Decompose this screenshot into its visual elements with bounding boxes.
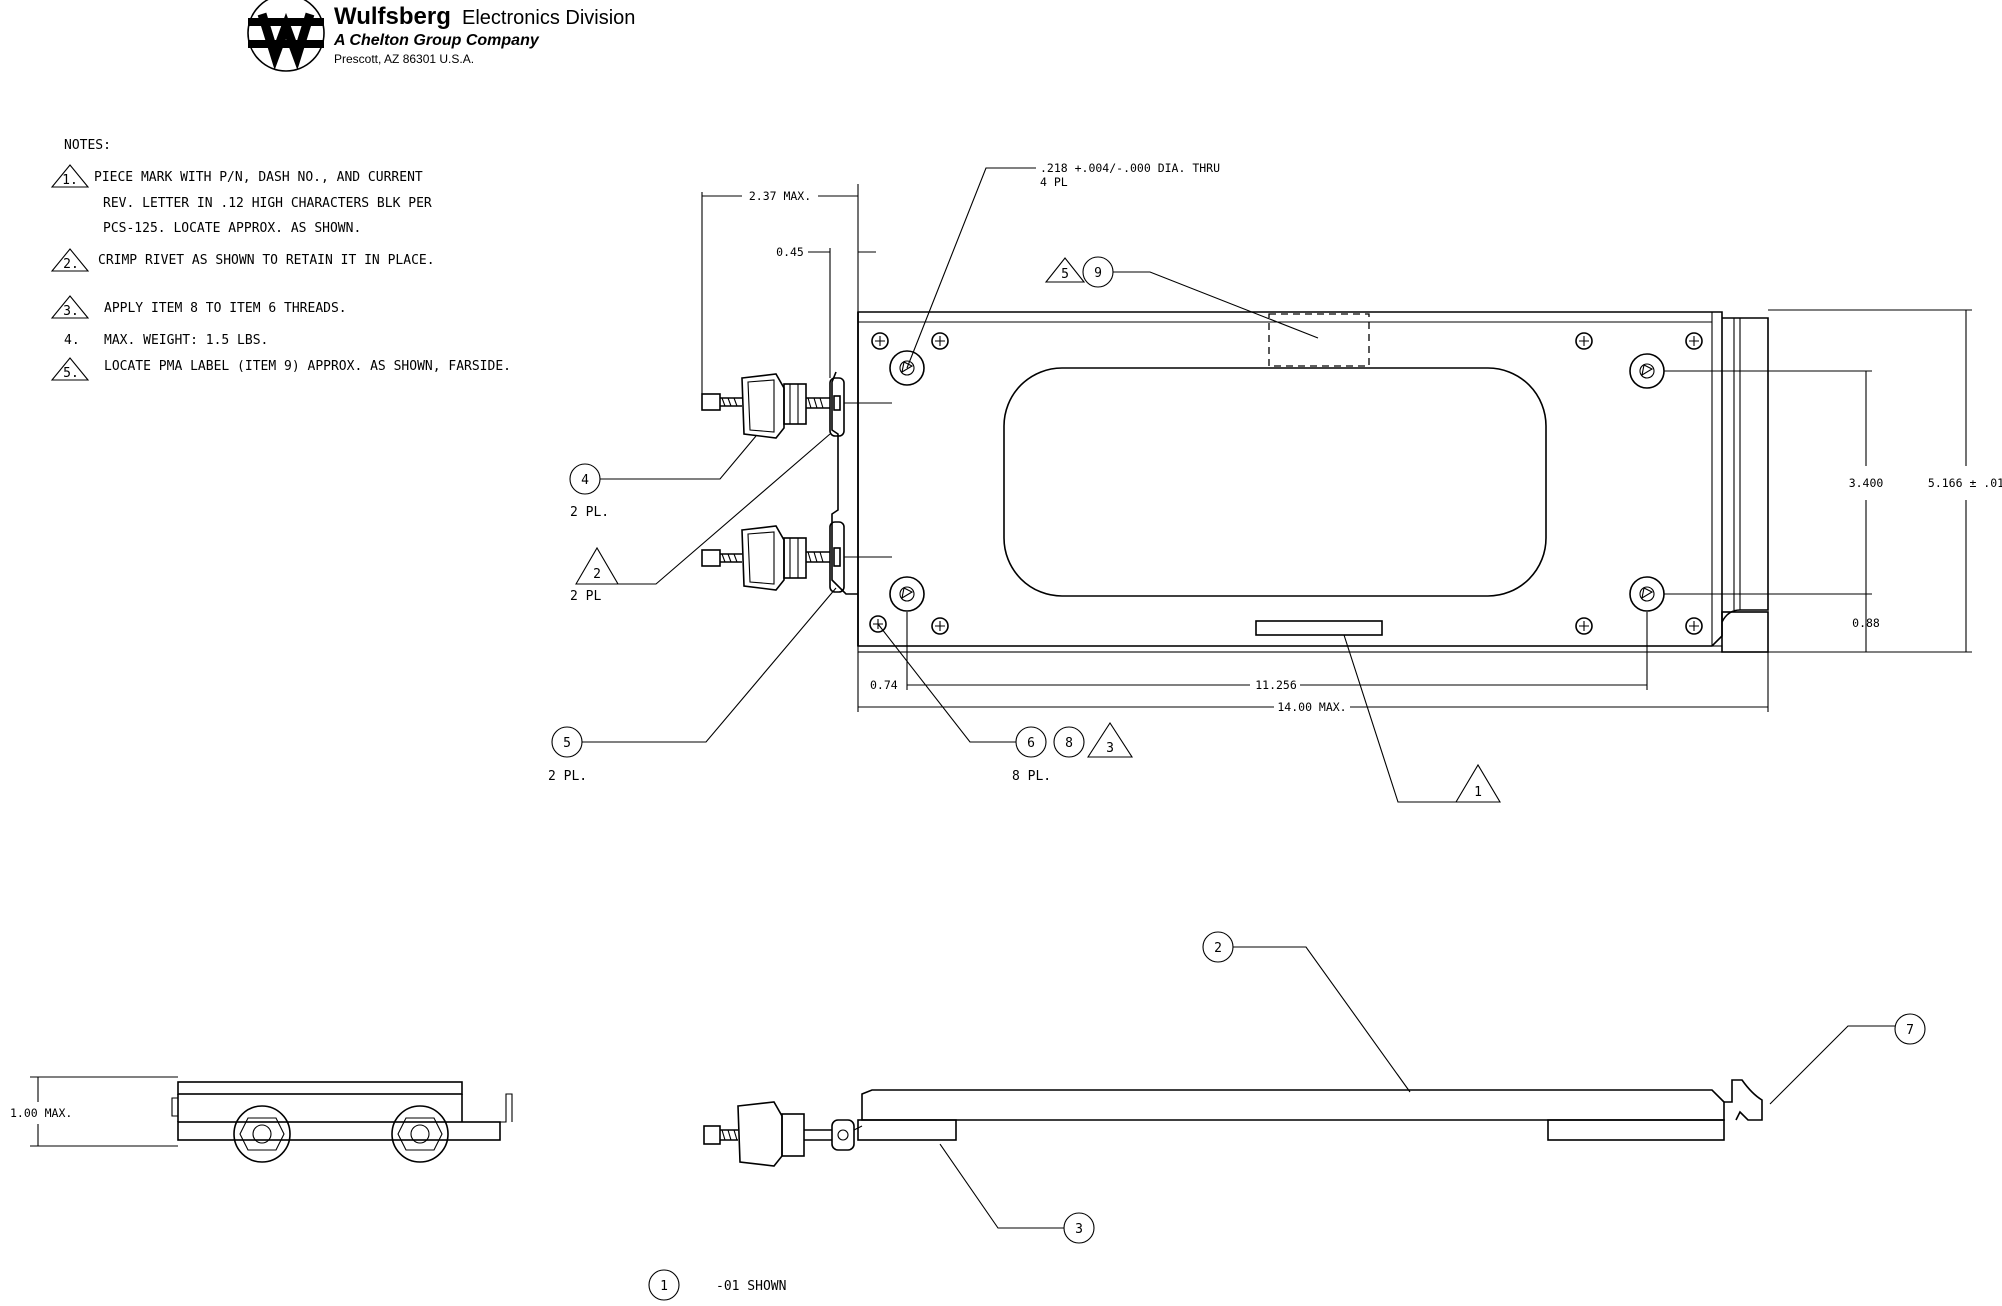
note-flag-2 [50, 248, 90, 272]
callout-item-6 [1015, 726, 1047, 758]
dim-offset: 0.45 [776, 245, 804, 259]
thru-hole [889, 576, 925, 612]
view-note-bubble-label: 1 [660, 1279, 668, 1294]
pma-label-outline [1268, 313, 1370, 367]
callout-item-5-qty: 2 PL. [548, 769, 587, 784]
side-view-plate [861, 1089, 1725, 1121]
dim-hole-line-1: .218 +.004/-.000 DIA. THRU [1040, 161, 1220, 175]
note-flag-5-label: 5 [1061, 267, 1069, 282]
note-flag-3 [50, 295, 90, 319]
dim-overall-height: 5.166 ± .01 [1928, 476, 2002, 490]
note-flag-2-label: 2 [593, 567, 601, 582]
dim-width-max: 2.37 MAX. [749, 189, 811, 203]
rivet [931, 617, 949, 635]
part-mark-area [1255, 620, 1383, 636]
callout-item-9-label: 9 [1094, 266, 1102, 281]
note-1-line-1: PIECE MARK WITH P/N, DASH NO., AND CURRE… [94, 170, 423, 185]
company-tagline: A Chelton Group Company [333, 32, 540, 49]
view-note: 1 -01 SHOWN [648, 1269, 786, 1301]
dim-hole-spacing: 3.400 [1849, 476, 1884, 490]
side-view-hook [1724, 1079, 1763, 1121]
center-cutout [1003, 367, 1547, 597]
note-3-marker: 3. [63, 304, 79, 319]
company-logo [247, 0, 325, 72]
side-view-foot [857, 1119, 957, 1141]
note-flag-3-callout [1086, 721, 1134, 758]
hold-down-knob [701, 521, 892, 593]
callout-item-4-qty: 2 PL. [570, 505, 609, 520]
notes-block: NOTES: 1. PIECE MARK WITH P/N, DASH NO.,… [50, 138, 511, 381]
end-view-knob [233, 1105, 291, 1163]
rivet [1575, 332, 1593, 350]
note-flag-1-label: 1 [1474, 785, 1482, 800]
note-flag-5-callout [1044, 257, 1086, 283]
company-name: Wulfsberg [334, 3, 451, 30]
callout-item-6-label: 6 [1027, 736, 1035, 751]
view-note-text: -01 SHOWN [716, 1279, 786, 1294]
callout-item-5-label: 5 [563, 736, 571, 751]
top-view: 2.37 MAX. 0.45 .218 +.004/-.000 DIA. THR… [548, 161, 2002, 803]
note-flag-5 [50, 357, 90, 381]
note-2-text: CRIMP RIVET AS SHOWN TO RETAIN IT IN PLA… [98, 253, 435, 268]
side-view: 2 7 3 [703, 931, 1926, 1244]
thru-hole [1629, 353, 1665, 389]
dim-edge-offset-right: 0.88 [1852, 616, 1880, 630]
company-address: Prescott, AZ 86301 U.S.A. [334, 52, 474, 66]
callout-item-3-label: 3 [1075, 1222, 1083, 1237]
rivet [931, 332, 949, 350]
thru-hole [1629, 576, 1665, 612]
note-flag-2-qty: 2 PL [570, 589, 601, 604]
dim-hole-line-2: 4 PL [1040, 175, 1068, 189]
callout-items-6-8-qty: 8 PL. [1012, 769, 1051, 784]
rivet [1575, 617, 1593, 635]
rivet [1685, 332, 1703, 350]
company-division: Electronics Division [462, 7, 635, 29]
note-5-marker: 5. [63, 366, 79, 381]
callout-item-7-label: 7 [1906, 1023, 1914, 1038]
side-view-knob [703, 1101, 863, 1167]
rivet [1685, 617, 1703, 635]
note-flag-1 [50, 164, 90, 188]
dim-thickness-max: 1.00 MAX. [10, 1106, 72, 1120]
note-5-text: LOCATE PMA LABEL (ITEM 9) APPROX. AS SHO… [104, 359, 511, 374]
dim-hole-pitch: 11.256 [1255, 678, 1297, 692]
dim-length-max: 14.00 MAX. [1277, 700, 1346, 714]
notes-heading: NOTES: [64, 138, 111, 153]
callout-item-8-label: 8 [1065, 736, 1073, 751]
note-flag-2-callout [575, 546, 619, 585]
note-flag-1-callout [1455, 763, 1501, 803]
note-flag-3-label: 3 [1106, 741, 1114, 756]
end-view-knob [391, 1105, 449, 1163]
note-2-marker: 2. [63, 257, 79, 272]
hold-down-knob [701, 373, 892, 439]
view-note-bubble [648, 1269, 680, 1301]
end-view: 1.00 MAX. [10, 1076, 513, 1163]
note-1-line-2: REV. LETTER IN .12 HIGH CHARACTERS BLK P… [103, 196, 432, 211]
note-1-line-3: PCS-125. LOCATE APPROX. AS SHOWN. [103, 221, 361, 236]
note-3-text: APPLY ITEM 8 TO ITEM 6 THREADS. [104, 301, 347, 316]
callout-item-7 [1894, 1013, 1926, 1045]
callout-item-8 [1053, 726, 1085, 758]
note-4-marker: 4. [64, 333, 80, 348]
side-view-foot [1547, 1119, 1725, 1141]
callout-item-2-label: 2 [1214, 941, 1222, 956]
dim-edge-offset-left: 0.74 [870, 678, 898, 692]
thru-hole [889, 350, 925, 386]
hook-bracket [1721, 317, 1769, 623]
rivet [871, 332, 889, 350]
callout-item-4-label: 4 [581, 473, 589, 488]
note-1-marker: 1. [62, 173, 78, 188]
note-4-text: MAX. WEIGHT: 1.5 LBS. [104, 333, 268, 348]
